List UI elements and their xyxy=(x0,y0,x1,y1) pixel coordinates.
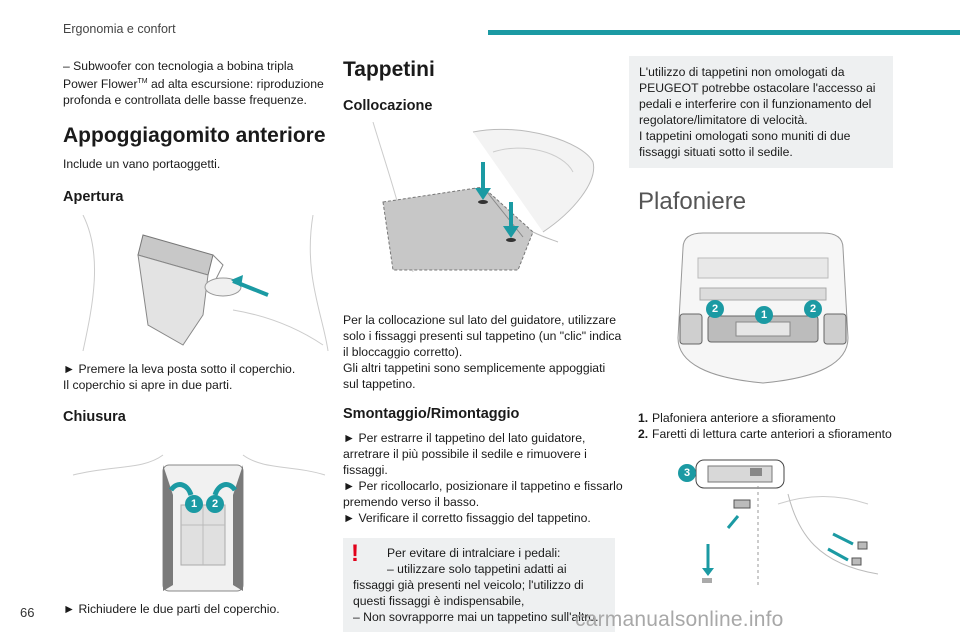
rear-lights-illustration: 3 xyxy=(638,454,888,588)
lights-legend: 1. Plafoniera anteriore a sfioramento 2.… xyxy=(638,410,906,442)
remove-step-1: ► Per estrarre il tappetino del lato gui… xyxy=(343,431,587,477)
badge-3: 3 xyxy=(678,464,696,482)
remove-step-3: ► Verificare il corretto fissaggio del t… xyxy=(343,511,591,525)
closing-heading: Chiusura xyxy=(63,409,126,426)
badge-2-left: 2 xyxy=(706,300,724,318)
section-title: Ergonomia e confort xyxy=(63,22,176,36)
placement-heading: Collocazione xyxy=(343,98,433,114)
mat-approval-text-1: L'utilizzo di tappetini non omologati da… xyxy=(639,65,876,127)
warning-icon: ! xyxy=(351,540,359,567)
armrest-closing-illustration: 1 2 xyxy=(63,435,335,596)
floor-mat-illustration xyxy=(343,122,615,290)
ceiling-lights-illustration: 2 1 2 xyxy=(638,228,888,396)
closing-instruction: ► Richiudere le due parti del coperchio. xyxy=(63,602,280,617)
mat-approval-note: L'utilizzo di tappetini non omologati da… xyxy=(629,56,893,168)
remove-refit-heading: Smontaggio/Rimontaggio xyxy=(343,406,520,422)
armrest-description: Include un vano portaoggetti. xyxy=(63,157,221,172)
armrest-opening-illustration xyxy=(63,215,335,352)
badge-2: 2 xyxy=(206,495,224,514)
badge-1-center: 1 xyxy=(755,306,773,324)
trademark-sup: TM xyxy=(137,78,148,85)
subwoofer-text: – Subwoofer con tecnologia a bobina trip… xyxy=(63,59,324,108)
ceiling-lights-heading: Plafoniere xyxy=(638,188,747,215)
column-left: – Subwoofer con tecnologia a bobina trip… xyxy=(63,52,335,617)
column-right: L'utilizzo di tappetini non omologati da… xyxy=(629,52,906,588)
opening-heading: Apertura xyxy=(63,189,124,206)
placement-text-1: Per la collocazione sul lato del guidato… xyxy=(343,313,622,359)
mats-heading: Tappetini xyxy=(343,58,435,81)
armrest-heading: Appoggiagomito anteriore xyxy=(63,124,326,148)
column-middle: Tappetini Collocazione Per la collocazio… xyxy=(343,52,623,632)
opening-instructions: ► Premere la leva posta sotto il coperch… xyxy=(63,362,296,393)
page-number: 66 xyxy=(20,605,35,620)
pedal-warning-text: Per evitare di intralciare i pedali: – u… xyxy=(353,546,599,624)
badge-2-right: 2 xyxy=(804,300,822,318)
legend-item-1: 1. Plafoniera anteriore a sfioramento xyxy=(638,411,836,425)
pedal-warning-box: ! Per evitare di intralciare i pedali: –… xyxy=(343,538,615,632)
mat-approval-text-2: I tappetini omologati sono muniti di due… xyxy=(639,129,851,159)
legend-item-2: 2. Faretti di lettura carte anteriori a … xyxy=(638,427,892,441)
header-accent-bar xyxy=(488,30,960,35)
remove-step-2: ► Per ricollocarlo, posizionare il tappe… xyxy=(343,479,623,509)
badge-1: 1 xyxy=(185,495,203,514)
placement-text-2: Gli altri tappetini sono semplicemente a… xyxy=(343,361,606,391)
watermark: carmanualsonline.info xyxy=(575,608,784,631)
